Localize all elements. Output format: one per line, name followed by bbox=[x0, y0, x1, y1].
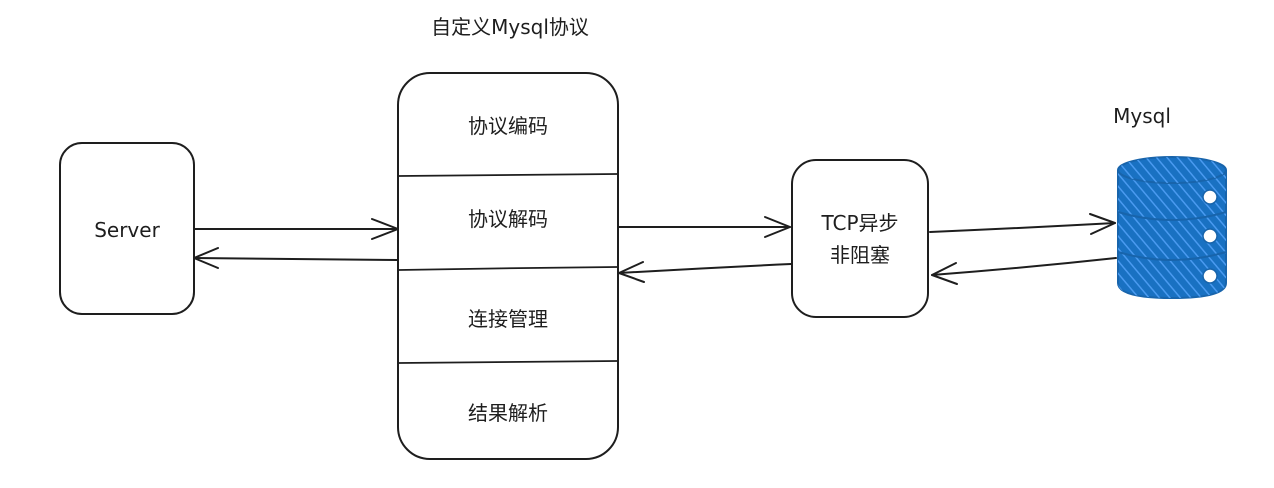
database-icon bbox=[1117, 156, 1227, 300]
arrow-database-to-tcp bbox=[931, 257, 1117, 285]
arrow-protocol-to-server bbox=[193, 247, 398, 269]
protocol-title: 自定义Mysql协议 bbox=[431, 15, 589, 39]
layer-divider bbox=[398, 360, 618, 364]
layer-connection-label: 连接管理 bbox=[468, 307, 548, 331]
layer-decode-label: 协议解码 bbox=[468, 207, 548, 231]
tcp-label-line2: 非阻塞 bbox=[830, 243, 890, 267]
layer-divider bbox=[398, 266, 618, 271]
arrow-server-to-protocol bbox=[194, 218, 399, 240]
layer-encode-label: 协议编码 bbox=[468, 114, 548, 138]
server-node: Server bbox=[59, 142, 195, 315]
arrow-protocol-to-tcp bbox=[618, 216, 791, 238]
protocol-stack: 协议编码 协议解码 连接管理 结果解析 bbox=[397, 72, 619, 460]
layer-divider bbox=[398, 173, 618, 177]
tcp-node: TCP异步 非阻塞 bbox=[791, 159, 929, 318]
arrow-tcp-to-protocol bbox=[618, 261, 792, 283]
arrow-tcp-to-database bbox=[929, 213, 1116, 235]
tcp-label-line1: TCP异步 bbox=[820, 211, 898, 235]
database-label: Mysql bbox=[1113, 104, 1171, 128]
layer-result-label: 结果解析 bbox=[468, 401, 548, 425]
server-label: Server bbox=[94, 218, 160, 242]
